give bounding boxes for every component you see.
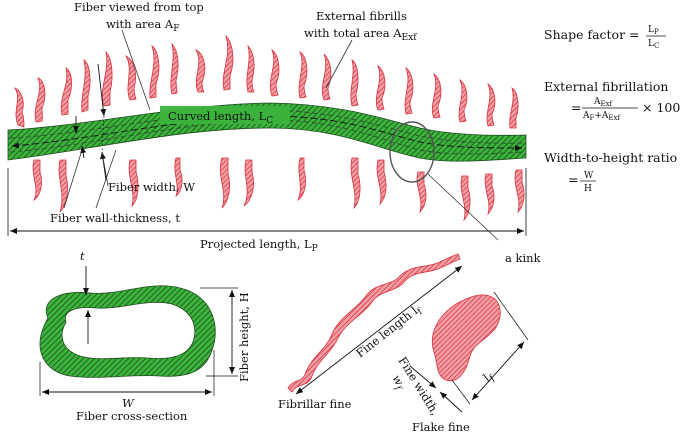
fiber-top-view <box>7 102 527 162</box>
projected-length-label: Projected length, LP <box>200 237 318 254</box>
fiber-cross-section <box>39 285 216 378</box>
ext-fibrils-leader <box>325 39 353 89</box>
flake-fine-label: Flake fine <box>412 420 470 434</box>
wh-eq: = <box>568 172 578 187</box>
wall-arrow-bottom <box>80 145 87 159</box>
ext-fib-num: AExf <box>593 97 614 108</box>
ext-fibrils-label-line1: External fibrills <box>316 9 407 23</box>
ext-fib-times: × 100 <box>642 100 680 115</box>
external-fibrils <box>14 34 525 222</box>
fiber-width-arrow-top <box>97 63 107 117</box>
kink-circle <box>389 121 435 183</box>
wh-num: W <box>584 171 594 181</box>
curved-length-label-bg <box>160 106 290 124</box>
wall-leader <box>63 149 83 209</box>
fiber-width-label: Fiber width, W <box>108 180 195 194</box>
curved-length-label: Curved length, LC <box>168 109 273 126</box>
flake-length-ext-bottom <box>451 379 471 405</box>
shape-factor-den: LC <box>648 39 659 50</box>
shape-factor-label: Shape factor = <box>544 27 640 42</box>
ext-fib-den: AF+AExf <box>582 111 621 122</box>
ext-fibrils-label-line2: with total area AExf <box>304 26 417 43</box>
fine-width-arrow-a <box>409 365 437 389</box>
flake-fine-shape <box>431 294 501 382</box>
fine-length-arrow <box>295 265 463 395</box>
flake-length-ext-top <box>493 291 529 341</box>
flake-length-arrow <box>471 341 525 401</box>
wh-ratio-label: Width-to-height ratio <box>544 150 677 165</box>
fibrillar-fine-label: Fibrillar fine <box>278 397 352 411</box>
ext-fib-eq: = <box>571 100 581 115</box>
t-label: t <box>80 249 85 263</box>
W-label: W <box>122 396 135 410</box>
fine-width-arrow-b <box>439 391 463 413</box>
ext-fibrillation-label: External fibrillation <box>544 79 668 94</box>
fiber-width-leader <box>101 151 109 187</box>
fiber-top-label-line1: Fiber viewed from top <box>74 0 204 14</box>
cross-section-label: Fiber cross-section <box>76 409 188 423</box>
kink-label: a kink <box>505 251 542 265</box>
flake-lf-label: lf <box>480 368 498 386</box>
wall-leader-2 <box>95 149 117 209</box>
fiber-top-leader <box>121 29 151 111</box>
shape-factor-num: LP <box>648 25 659 36</box>
fiber-height-label: Fiber height, H <box>237 292 251 382</box>
fibrillar-fine-shape <box>287 253 461 393</box>
wh-den: H <box>584 184 592 194</box>
equations-panel: Shape factor = LP LC External fibrillati… <box>544 25 680 194</box>
wall-thickness-label: Fiber wall-thickness, t <box>50 211 180 225</box>
fiber-top-label-line2: with area AF <box>106 17 179 34</box>
